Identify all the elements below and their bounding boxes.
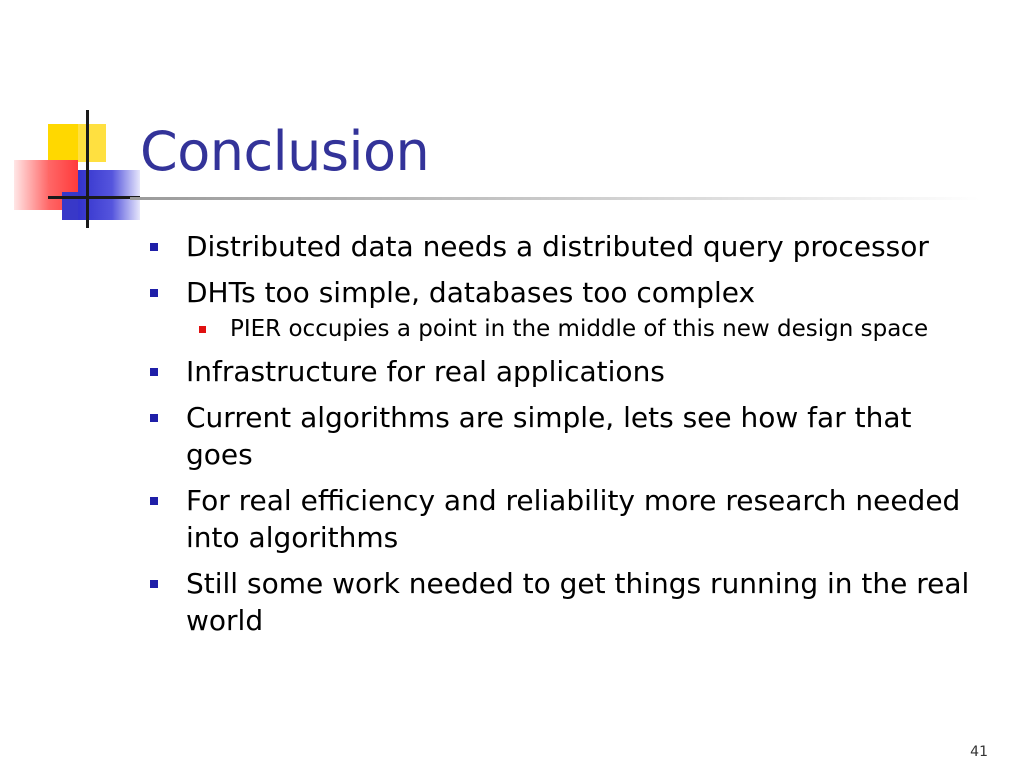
bullet-text: Still some work needed to get things run…	[186, 567, 970, 637]
title-underline	[130, 197, 980, 200]
bullet-item: For real efficiency and reliability more…	[150, 482, 980, 556]
bullet-item: DHTs too simple, databases too complex P…	[150, 274, 980, 344]
bullet-text: DHTs too simple, databases too complex	[186, 276, 756, 309]
square-bullet-icon	[150, 243, 158, 251]
square-bullet-icon	[150, 414, 158, 422]
page-number: 41	[970, 744, 988, 760]
decorative-vertical-line	[86, 110, 89, 228]
slide-title: Conclusion	[140, 120, 430, 183]
sub-bullet-item: PIER occupies a point in the middle of t…	[186, 314, 980, 344]
bullet-item: Still some work needed to get things run…	[150, 565, 980, 639]
bullet-item: Infrastructure for real applications	[150, 353, 980, 390]
square-bullet-icon	[150, 368, 158, 376]
bullet-list: Distributed data needs a distributed que…	[150, 228, 980, 648]
square-bullet-icon	[150, 289, 158, 297]
sub-bullet-list: PIER occupies a point in the middle of t…	[186, 314, 980, 344]
blue-square-small	[62, 192, 78, 220]
decorative-horizontal-line	[48, 196, 140, 199]
square-bullet-icon	[150, 497, 158, 505]
bullet-item: Distributed data needs a distributed que…	[150, 228, 980, 265]
bullet-item: Current algorithms are simple, lets see …	[150, 399, 980, 473]
bullet-text: Current algorithms are simple, lets see …	[186, 401, 912, 471]
square-bullet-icon	[150, 580, 158, 588]
bullet-text: For real efficiency and reliability more…	[186, 484, 961, 554]
bullet-text: Distributed data needs a distributed que…	[186, 230, 929, 263]
decorative-squares-logo	[0, 0, 160, 240]
red-square-bullet-icon	[199, 326, 206, 333]
sub-bullet-text: PIER occupies a point in the middle of t…	[230, 316, 929, 342]
bullet-text: Infrastructure for real applications	[186, 355, 665, 388]
yellow-square-accent	[78, 124, 106, 162]
